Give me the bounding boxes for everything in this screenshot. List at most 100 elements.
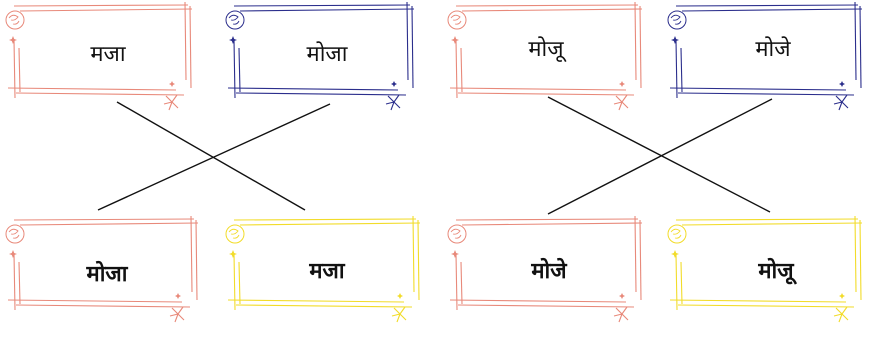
frame-line [13,4,189,7]
sprig-icon [613,306,629,323]
frame-line [449,299,627,303]
frame-line [461,8,643,12]
frame-line [233,253,236,311]
frame-line [411,5,414,89]
frame-line [854,1,857,81]
sprig-icon [169,306,185,323]
card-g2-top-1: मोजू [447,1,643,111]
frame-line [227,87,399,91]
card-g1-top-2-label: मोजा [307,41,348,67]
frame-line [235,304,413,308]
frame-line [18,47,21,93]
frame-line [412,215,415,293]
frame-line [854,215,857,293]
star-icon [619,293,625,299]
frame-line [455,4,639,7]
connector-line-g2-1 [547,96,771,213]
swirl-circle [225,224,245,244]
swirl-circle-detail [450,14,462,25]
card-g2-top-2-label: मोजे [755,36,791,62]
card-g1-top-2: मोजा [225,1,415,111]
frame-line [406,1,409,81]
star-icon [391,81,397,87]
star-icon [229,36,237,44]
frame-line [639,5,642,89]
frame-line [461,222,643,226]
swirl-circle [667,224,687,244]
frame-line [449,87,627,91]
frame-line [460,47,463,93]
frame-line [675,253,678,311]
frame-line [669,87,847,91]
card-g2-top-2: मोजे [667,1,863,111]
card-g1-top-1-label: मजा [90,42,125,67]
frame-line [859,219,862,301]
star-icon [9,36,17,44]
card-g1-bottom-1-label: मोजा [86,260,129,287]
swirl-circle [667,10,687,30]
frame-line [675,4,859,7]
star-icon [451,250,459,258]
connector-line-g1-2 [97,103,331,211]
swirl-circle [447,10,467,30]
swirl-circle [5,224,25,244]
swirl-circle-detail [228,228,240,239]
frame-line [417,219,420,301]
frame-line [677,304,855,308]
frame-line [235,92,407,96]
frame-line [195,219,198,301]
frame-line [680,261,683,305]
swirl-circle [5,10,25,30]
swirl-circle-detail [228,14,240,25]
frame-line [239,8,415,12]
connector-lines [97,96,773,215]
frame-line [681,222,863,226]
card-g1-bottom-2-label: मजा [308,259,345,284]
connector-line-g2-2 [547,98,773,215]
frame-line [19,8,193,12]
swirl-circle [225,10,245,30]
frame-line [238,261,241,305]
sprig-icon [163,94,179,111]
frame-line [457,92,635,96]
frame-line [457,304,635,308]
card-g1-bottom-2: मजा [225,215,421,323]
frame-line [7,87,177,91]
star-icon [451,36,459,44]
star-icon [397,293,403,299]
swirl-circle-detail [450,228,462,239]
card-g1-bottom-1: मोजा [5,215,199,323]
frame-line [15,92,185,96]
star-icon [671,250,679,258]
swirl-circle-detail [670,228,682,239]
card-g2-bottom-1: मोजे [447,215,643,323]
star-icon [9,250,17,258]
frame-line [184,1,187,81]
card-g2-bottom-2-label: मोजू [757,257,797,285]
swirl-circle-detail [8,228,20,239]
sprig-icon [385,94,401,111]
star-icon [169,81,175,87]
frame-line [455,253,458,311]
sprig-icon [391,306,407,323]
card-g1-top-1: मजा [5,1,193,111]
swirl-circle-detail [670,14,682,25]
frame-line [675,39,678,99]
frame-line [238,47,241,93]
card-g2-bottom-2: मोजू [667,215,863,323]
frame-line [189,5,192,89]
sprig-icon [613,94,629,111]
frame-line [19,222,199,226]
frame-line [460,261,463,305]
frame-line [455,218,639,221]
star-icon [839,293,845,299]
frame-line [13,39,16,99]
frame-line [455,39,458,99]
star-icon [839,81,845,87]
frame-line [233,4,411,7]
sprig-icon [833,306,849,323]
card-g2-bottom-1-label: मोजे [530,257,568,284]
frame-line [669,299,847,303]
frame-line [634,1,637,81]
